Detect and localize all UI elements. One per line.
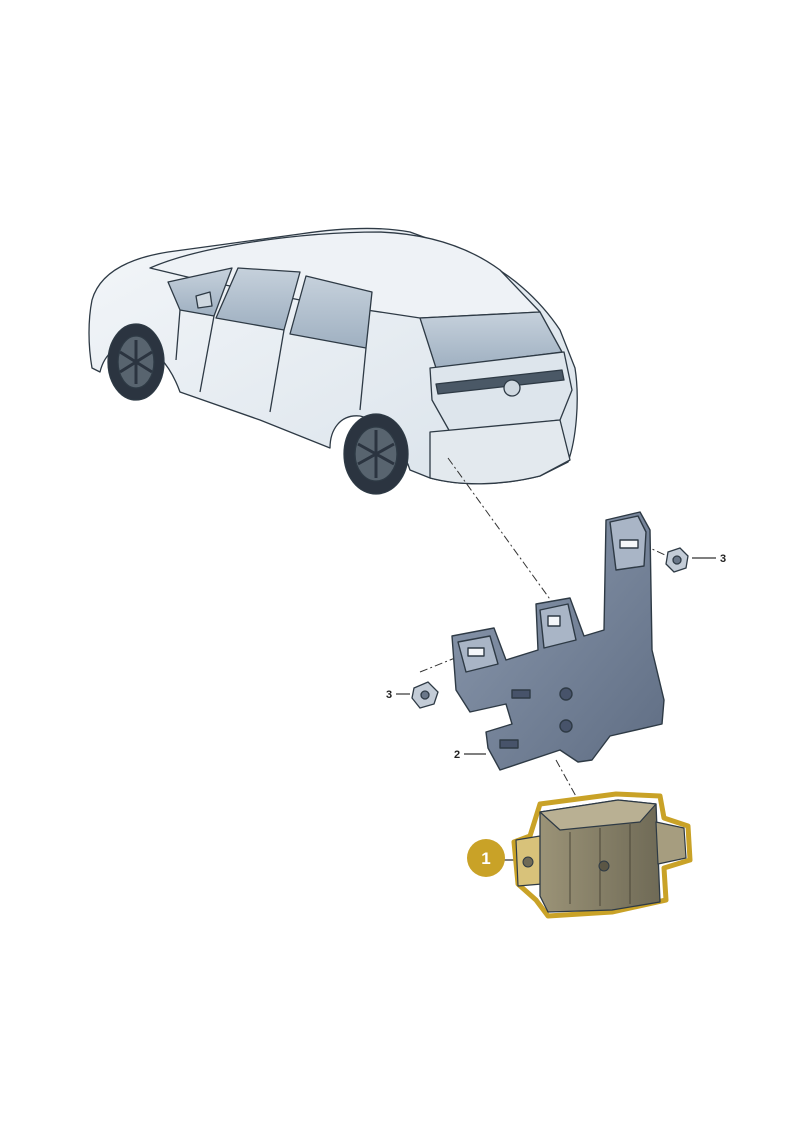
hex-nut-right	[665, 547, 689, 573]
bracket-slot-top	[619, 539, 639, 549]
car-front-wheel	[107, 323, 165, 401]
car-rear-wheel	[343, 413, 409, 495]
callout-label-2: 2	[454, 749, 460, 761]
car-mirror	[195, 291, 213, 309]
callout-label-3a: 3	[720, 553, 726, 565]
bracket-slot-bottom	[499, 739, 519, 749]
module-highlight-outline	[511, 791, 693, 919]
car-door-lines	[175, 309, 367, 413]
bracket-hole-2	[559, 719, 573, 733]
module-screw	[598, 860, 610, 872]
callout-label-3b: 3	[386, 689, 392, 701]
module-connector-pin	[522, 856, 534, 868]
hex-nut-left	[411, 681, 439, 709]
leader-car-to-bracket	[447, 457, 553, 603]
car-badge	[503, 379, 521, 397]
module-mount-ear	[655, 821, 687, 865]
mounting-bracket	[451, 511, 665, 771]
car-rear-bumper	[429, 419, 571, 485]
callout-badge-1: 1	[467, 839, 505, 877]
bracket-hole-1	[559, 687, 573, 701]
radar-sensor-module	[511, 791, 693, 919]
bracket-slot-middle	[547, 615, 561, 627]
bracket-slot-lower	[511, 689, 531, 699]
badge-circle	[467, 839, 505, 877]
module-top-face	[539, 799, 657, 831]
bracket-slot-left	[467, 647, 485, 657]
vehicle-illustration	[88, 227, 578, 495]
callout-label-1: 1	[481, 849, 490, 868]
car-light-bar	[435, 369, 565, 395]
car-roof	[149, 231, 541, 319]
leader-bracket-to-module	[555, 759, 579, 801]
